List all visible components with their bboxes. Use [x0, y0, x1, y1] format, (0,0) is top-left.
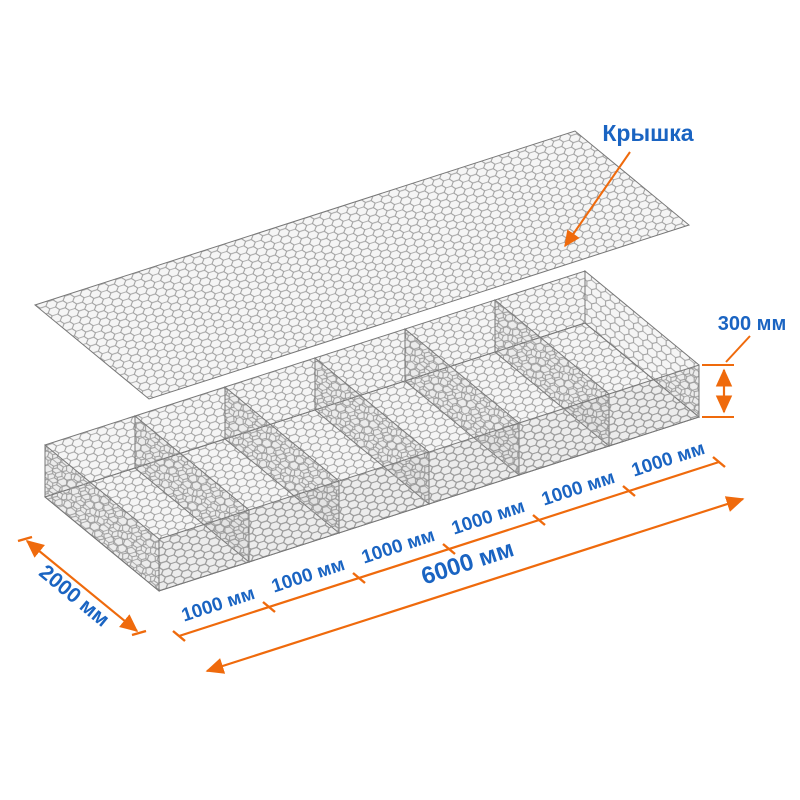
dimension-tick — [352, 572, 366, 584]
segment-label-6: 1000 мм — [629, 438, 707, 481]
dimension-tick — [262, 601, 276, 613]
segment-label-2: 1000 мм — [269, 554, 347, 597]
dimension-tick — [17, 535, 33, 543]
dimension-tick — [532, 514, 546, 526]
dimension-tick — [712, 456, 726, 468]
lid-callout-arrow — [564, 151, 631, 248]
height-label: 300 мм — [718, 313, 787, 335]
dimension-tick — [622, 485, 636, 497]
lid-mesh-surface — [33, 130, 691, 400]
length-dimension-arrow — [205, 496, 745, 674]
dimension-tick — [172, 630, 186, 642]
width-dimension-arrow — [25, 540, 139, 632]
segment-label-4: 1000 мм — [449, 496, 527, 539]
lid-mesh-panel — [33, 130, 691, 400]
dimensions — [17, 151, 751, 674]
segment-label-1: 1000 мм — [179, 583, 257, 626]
lid-label: Крышка — [602, 120, 693, 146]
height-leader-line — [725, 335, 751, 363]
dimension-tick — [131, 629, 147, 637]
segment-label-5: 1000 мм — [539, 467, 617, 510]
width-label: 2000 мм — [35, 561, 114, 632]
